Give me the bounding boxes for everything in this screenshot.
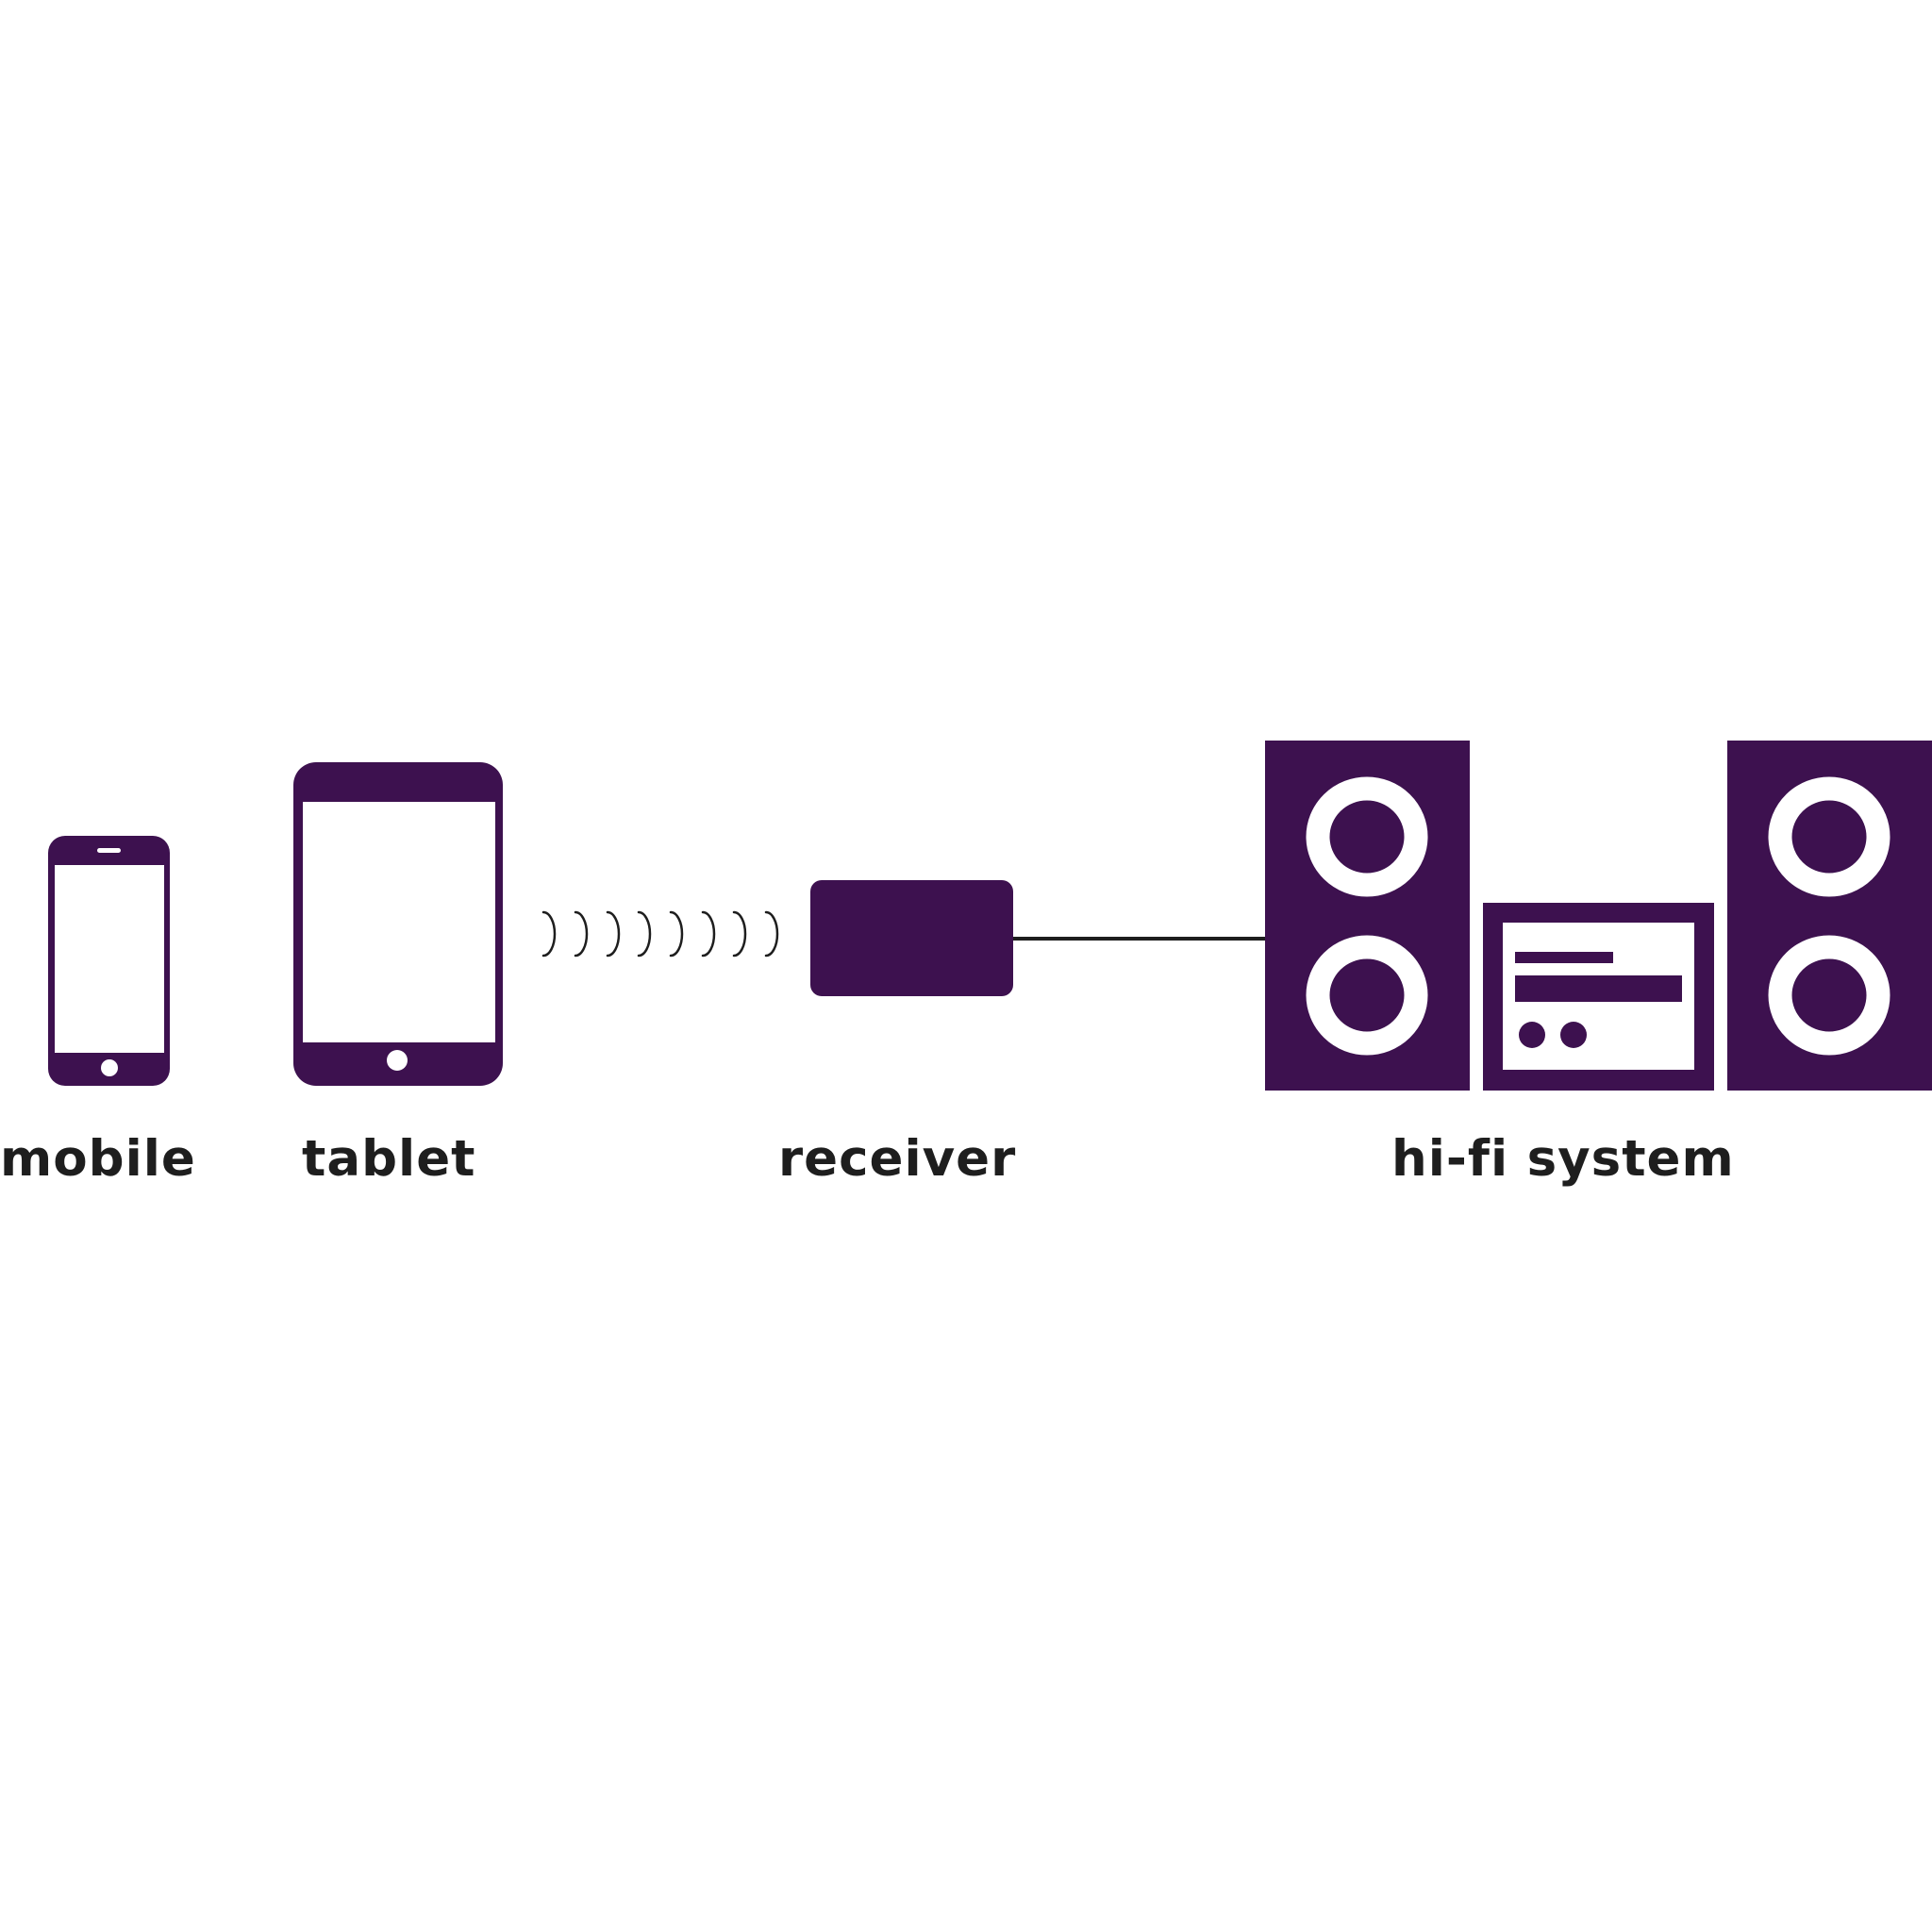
label-mobile: mobile: [0, 1130, 196, 1188]
label-receiver: receiver: [778, 1130, 1016, 1188]
left-speaker: [1265, 741, 1470, 1091]
right-speaker: [1727, 741, 1932, 1091]
label-tablet: tablet: [302, 1130, 476, 1188]
smartphone-icon: [48, 836, 170, 1086]
tablet-icon: [293, 762, 503, 1086]
label-hifi-system: hi-fi system: [1391, 1130, 1735, 1188]
center-unit: [1483, 903, 1714, 1091]
stereo-system-icon: [1265, 741, 1932, 1091]
receiver-box-icon: [810, 880, 1013, 996]
wireless-signal-icon: [541, 910, 779, 958]
